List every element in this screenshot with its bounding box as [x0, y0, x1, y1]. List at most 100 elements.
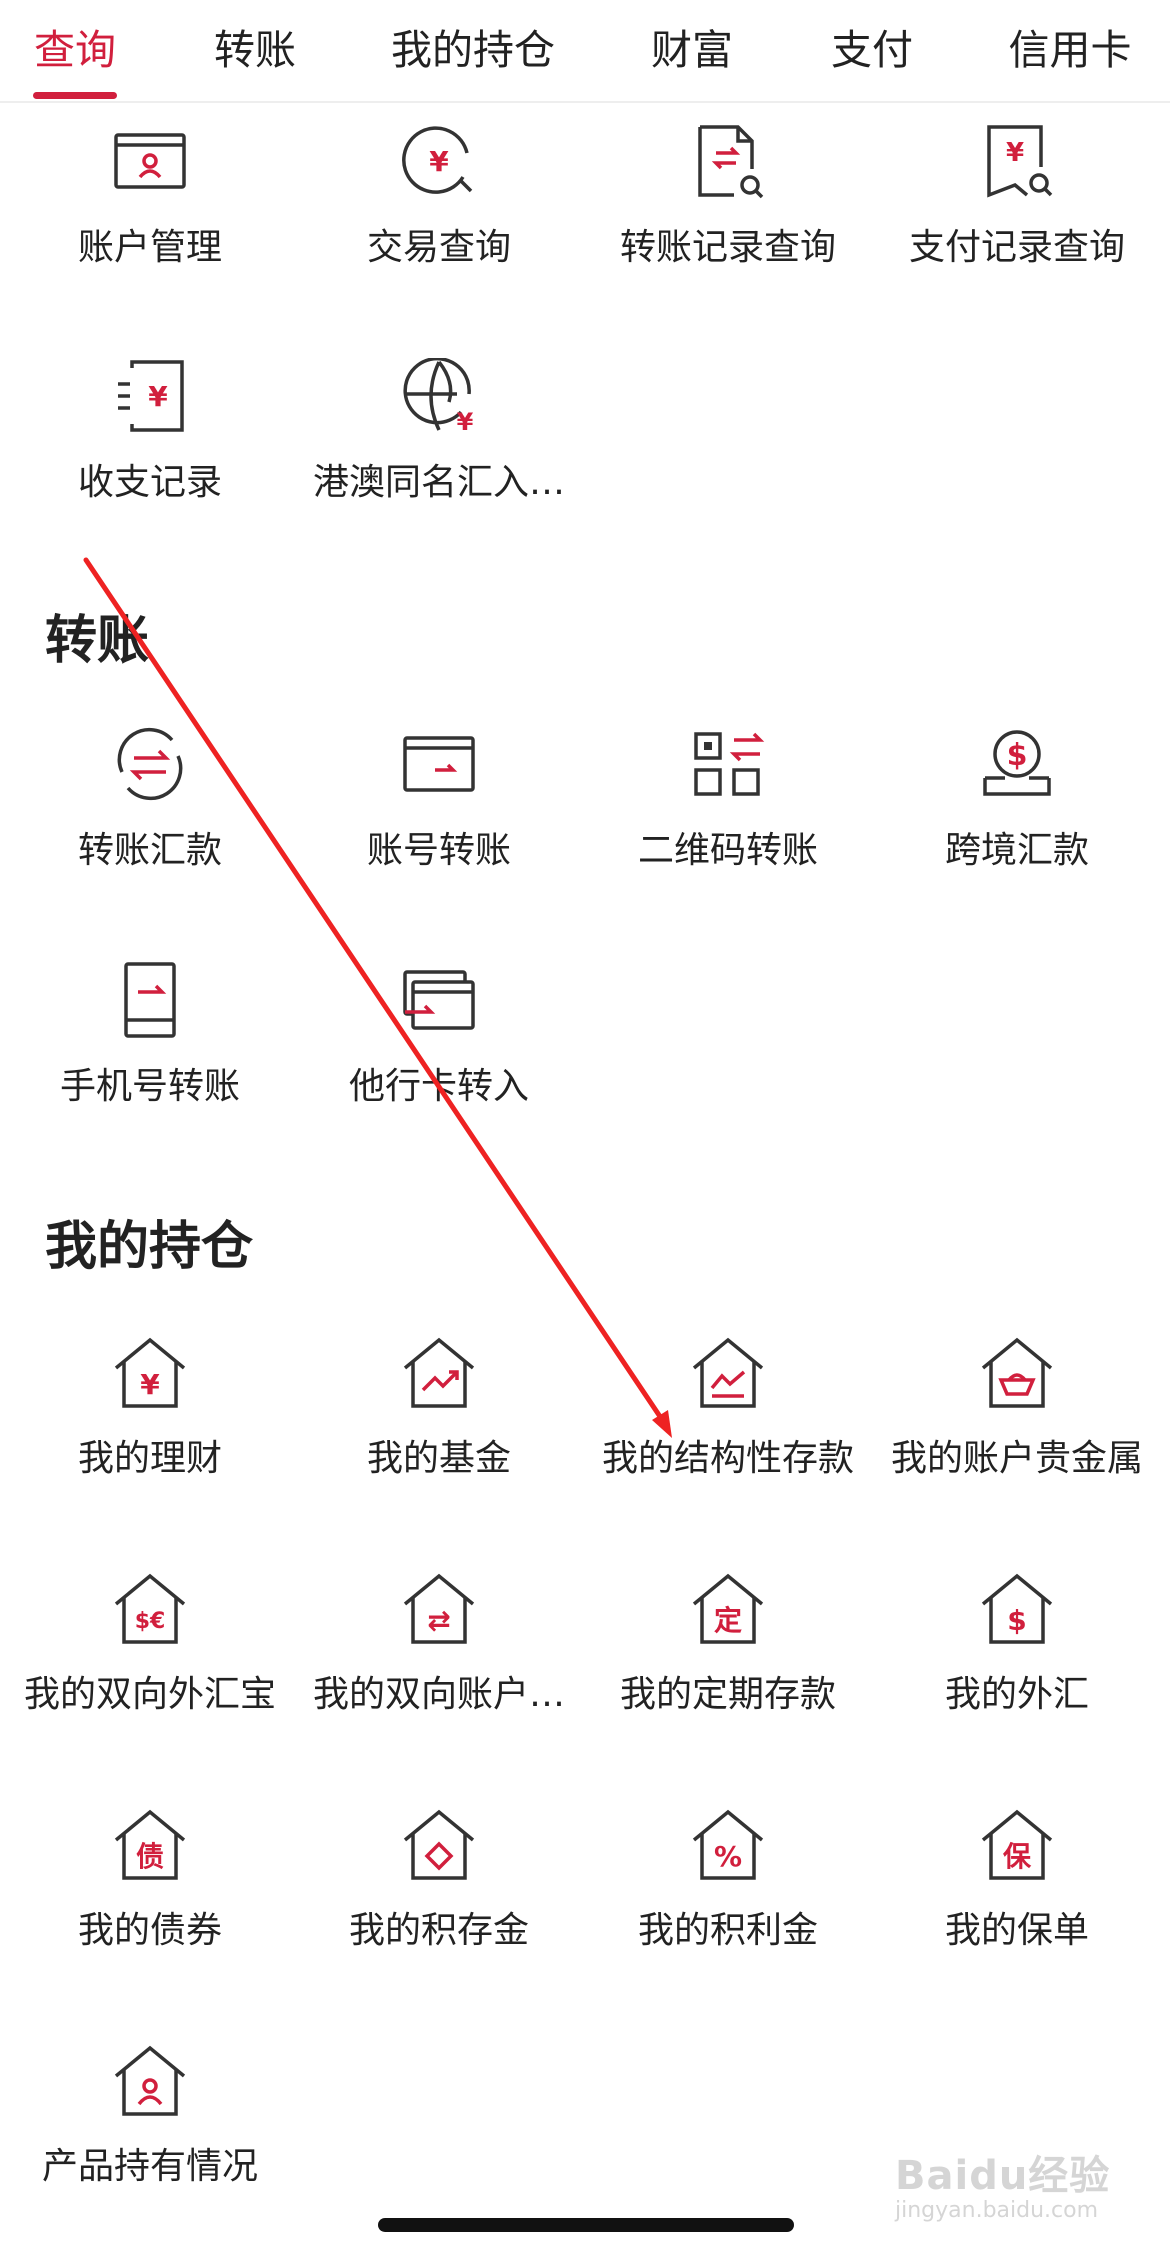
house-exchange-icon: ⇄ — [401, 1570, 477, 1646]
grid-item-holding[interactable]: 我的账户贵金属 — [872, 1334, 1162, 1534]
grid-item-label: 我的积存金 — [348, 1910, 529, 1951]
house-yuan-icon: ¥ — [112, 1334, 188, 1410]
svg-text:⇄: ⇄ — [427, 1604, 450, 1637]
watermark-brand: Baidu经验 — [895, 2153, 1111, 2199]
top-tab-bar: 查询 转账 我的持仓 财富 支付 信用卡 — [0, 0, 1170, 103]
card-transfer-icon — [401, 726, 477, 802]
grid-item-phone-transfer[interactable]: 手机号转账 — [5, 962, 295, 1162]
section-title-holdings: 我的持仓 — [45, 1217, 254, 1277]
house-dollar-euro-icon: $€ — [112, 1570, 188, 1646]
house-percent-icon: % — [690, 1806, 766, 1882]
grid-item-transfer-record-query[interactable]: 转账记录查询 — [583, 123, 873, 323]
grid-item-payment-record-query[interactable]: ¥ 支付记录查询 — [872, 123, 1162, 323]
circular-transfer-icon — [112, 726, 188, 802]
house-ingot-icon — [979, 1334, 1055, 1410]
grid-item-holding[interactable]: % 我的积利金 — [583, 1806, 873, 2006]
yuan-search-icon: ¥ — [401, 123, 477, 199]
account-card-icon — [112, 123, 188, 199]
grid-item-label: 我的结构性存款 — [601, 1438, 854, 1479]
grid-item-label: 我的基金 — [366, 1438, 511, 1479]
grid-item-label: 手机号转账 — [59, 1066, 240, 1107]
tab-transfer[interactable]: 转账 — [214, 26, 296, 74]
grid-item-label: 产品持有情况 — [41, 2146, 258, 2187]
grid-item-label: 支付记录查询 — [908, 227, 1125, 268]
grid-item-label: 我的双向外汇宝 — [23, 1674, 276, 1715]
grid-item-label: 我的双向账户… — [312, 1674, 565, 1715]
grid-item-label: 账户管理 — [77, 227, 222, 268]
other-bank-card-icon — [401, 962, 477, 1038]
grid-item-label: 转账汇款 — [77, 830, 222, 871]
transfer-record-icon — [690, 123, 766, 199]
grid-item-label: 我的债券 — [77, 1910, 222, 1951]
house-person-icon — [112, 2042, 188, 2118]
svg-text:债: 债 — [136, 1840, 164, 1873]
qrcode-transfer-icon — [690, 726, 766, 802]
grid-item-holding[interactable]: $€ 我的双向外汇宝 — [5, 1570, 295, 1770]
grid-item-label: 我的理财 — [77, 1438, 222, 1479]
grid-item-label: 转账记录查询 — [619, 227, 836, 268]
tab-payment[interactable]: 支付 — [831, 26, 913, 74]
grid-item-holding[interactable]: 债我的债券 — [5, 1806, 295, 2006]
house-diamond-icon — [401, 1806, 477, 1882]
svg-text:¥: ¥ — [140, 1368, 160, 1401]
house-structure-icon — [690, 1334, 766, 1410]
globe-yuan-icon: ¥ — [401, 358, 477, 434]
active-tab-indicator — [33, 92, 117, 99]
grid-item-label: 二维码转账 — [637, 830, 818, 871]
house-insurance-icon: 保 — [979, 1806, 1055, 1882]
svg-text:$: $ — [1007, 1604, 1026, 1637]
grid-item-transfer-remit[interactable]: 转账汇款 — [5, 726, 295, 926]
svg-text:¥: ¥ — [429, 145, 449, 178]
grid-item-holding[interactable]: 保我的保单 — [872, 1806, 1162, 2006]
svg-text:¥: ¥ — [1006, 138, 1024, 168]
house-dollar-icon: $ — [979, 1570, 1055, 1646]
phone-transfer-icon — [112, 962, 188, 1038]
svg-text:$: $ — [1007, 738, 1028, 773]
grid-item-holding[interactable]: ⇄ 我的双向账户… — [294, 1570, 584, 1770]
grid-item-label: 我的保单 — [944, 1910, 1089, 1951]
grid-item-holding[interactable]: $ 我的外汇 — [872, 1570, 1162, 1770]
grid-item-label: 我的账户贵金属 — [890, 1438, 1143, 1479]
tab-wealth[interactable]: 财富 — [651, 26, 733, 74]
grid-item-label: 港澳同名汇入… — [312, 462, 565, 503]
grid-item-qrcode-transfer[interactable]: 二维码转账 — [583, 726, 873, 926]
house-bond-icon: 债 — [112, 1806, 188, 1882]
grid-item-holding[interactable]: 我的基金 — [294, 1334, 584, 1534]
svg-text:%: % — [714, 1840, 742, 1873]
grid-item-holding[interactable]: 产品持有情况 — [5, 2042, 295, 2242]
grid-item-holding[interactable]: ¥ 我的理财 — [5, 1334, 295, 1534]
grid-item-holding[interactable]: 我的积存金 — [294, 1806, 584, 2006]
svg-text:定: 定 — [714, 1604, 742, 1637]
grid-item-label: 跨境汇款 — [944, 830, 1089, 871]
grid-item-account-transfer[interactable]: 账号转账 — [294, 726, 584, 926]
section-title-transfer: 转账 — [45, 611, 150, 671]
income-expense-icon: ¥ — [112, 358, 188, 434]
grid-item-label: 他行卡转入 — [348, 1066, 529, 1107]
home-indicator — [378, 2218, 794, 2232]
grid-item-label: 交易查询 — [366, 227, 511, 268]
grid-item-holding[interactable]: 定我的定期存款 — [583, 1570, 873, 1770]
house-fixed-icon: 定 — [690, 1570, 766, 1646]
tab-credit-card[interactable]: 信用卡 — [1008, 26, 1132, 74]
grid-item-label: 我的定期存款 — [619, 1674, 836, 1715]
grid-item-cross-border-remit[interactable]: $ 跨境汇款 — [872, 726, 1162, 926]
grid-item-label: 我的积利金 — [637, 1910, 818, 1951]
grid-item-label: 账号转账 — [366, 830, 511, 871]
svg-text:¥: ¥ — [148, 380, 168, 413]
payment-record-icon: ¥ — [979, 123, 1055, 199]
grid-item-other-bank-card-in[interactable]: 他行卡转入 — [294, 962, 584, 1162]
grid-item-label: 我的外汇 — [944, 1674, 1089, 1715]
svg-text:保: 保 — [1003, 1840, 1032, 1873]
grid-item-label: 收支记录 — [77, 462, 222, 503]
watermark: Baidu经验 jingyan.baidu.com — [895, 2143, 1125, 2235]
grid-item-transaction-query[interactable]: ¥ 交易查询 — [294, 123, 584, 323]
grid-item-holding[interactable]: 我的结构性存款 — [583, 1334, 873, 1534]
svg-text:$€: $€ — [135, 1609, 166, 1634]
tab-holdings[interactable]: 我的持仓 — [391, 26, 555, 74]
grid-item-income-expense[interactable]: ¥ 收支记录 — [5, 358, 295, 558]
watermark-url: jingyan.baidu.com — [895, 2198, 1099, 2223]
tab-query[interactable]: 查询 — [34, 26, 116, 74]
house-trend-icon — [401, 1334, 477, 1410]
grid-item-hk-macau-remit[interactable]: ¥ 港澳同名汇入… — [294, 358, 584, 558]
grid-item-account-management[interactable]: 账户管理 — [5, 123, 295, 323]
